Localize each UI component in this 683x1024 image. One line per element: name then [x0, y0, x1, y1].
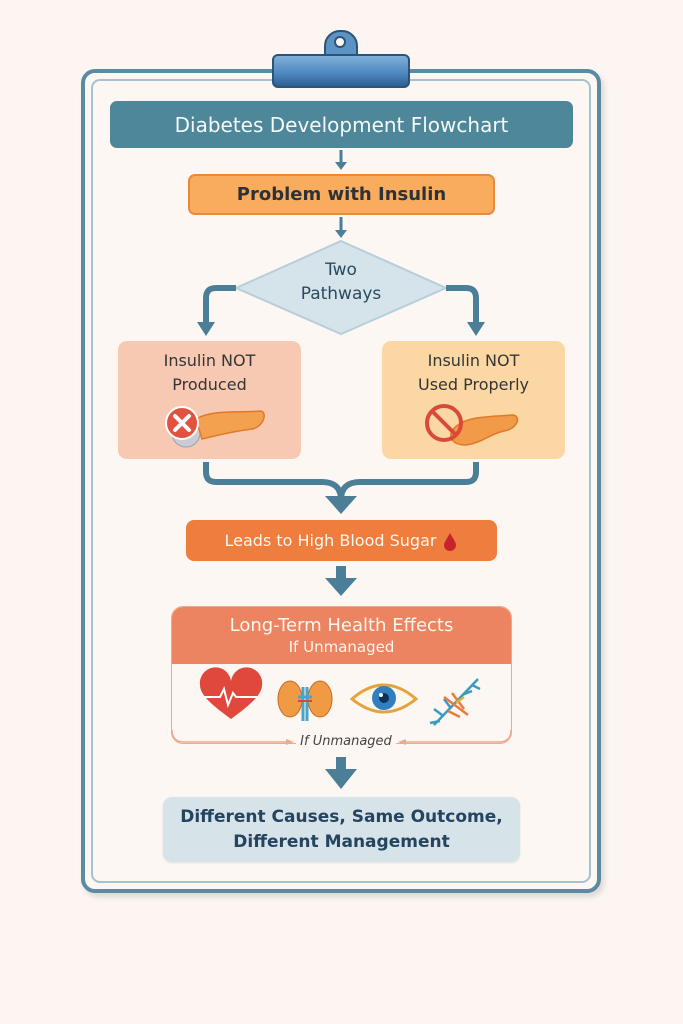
eye-icon — [349, 683, 419, 714]
clipboard-clip-hole — [334, 36, 346, 48]
arrowhead-merge — [325, 496, 357, 514]
arrow-decision-to-right — [446, 285, 479, 325]
arrow-decision-to-left — [203, 285, 236, 325]
decision-diamond — [233, 239, 449, 336]
pancreas-x-icon — [165, 406, 265, 448]
if-unmanaged-caption: If Unmanaged — [296, 734, 396, 749]
health-effects-icons — [199, 667, 481, 726]
heart-icon — [199, 667, 263, 719]
blood-drop-icon — [444, 532, 457, 551]
arrowhead-decision-to-left — [197, 322, 215, 336]
health-effects-panel: Long-Term Health Effects If Unmanaged — [171, 606, 512, 744]
high-blood-sugar-label: Leads to High Blood Sugar — [224, 531, 437, 550]
high-blood-sugar-box: Leads to High Blood Sugar — [186, 520, 497, 561]
arrowhead-effects-to-conclusion — [325, 769, 357, 789]
decision-line2: Pathways — [300, 284, 382, 304]
pathway-left-line2: Produced — [172, 375, 247, 394]
pathway-right-line2: Used Properly — [417, 375, 529, 394]
arrow-leads-to-effects — [336, 566, 346, 580]
arrowhead-decision-to-right — [467, 322, 485, 336]
health-effects-subtitle: If Unmanaged — [288, 638, 395, 656]
pathway-not-used: Insulin NOT Used Properly — [382, 341, 565, 459]
arrow-left-to-merge — [203, 462, 344, 501]
clipboard-clip — [272, 54, 410, 88]
arrowhead-problem-to-decision — [335, 230, 347, 238]
pathway-right-line1: Insulin NOT — [427, 351, 520, 370]
conclusion-line2: Different Management — [233, 831, 450, 852]
arrow-effects-to-conclusion — [336, 757, 346, 771]
kidneys-icon — [277, 680, 333, 721]
arrowhead-title-to-problem — [335, 162, 347, 170]
pancreas-prohibited-icon — [425, 404, 519, 446]
health-effects-title: Long-Term Health Effects — [229, 615, 454, 636]
arrowhead-leads-to-effects — [325, 578, 357, 596]
conclusion-line1: Different Causes, Same Outcome, — [180, 806, 503, 827]
nerves-icon — [429, 678, 481, 726]
page-title: Diabetes Development Flowchart — [110, 101, 573, 148]
conclusion-box: Different Causes, Same Outcome, Differen… — [163, 797, 520, 862]
arrow-right-to-merge — [338, 462, 479, 501]
pathway-not-produced: Insulin NOT Produced — [118, 341, 301, 459]
problem-box: Problem with Insulin — [188, 174, 495, 215]
pathway-left-line1: Insulin NOT — [163, 351, 256, 370]
health-effects-header: Long-Term Health Effects If Unmanaged — [172, 607, 511, 664]
decision-label: Two Pathways — [270, 258, 412, 306]
decision-line1: Two — [325, 260, 357, 280]
